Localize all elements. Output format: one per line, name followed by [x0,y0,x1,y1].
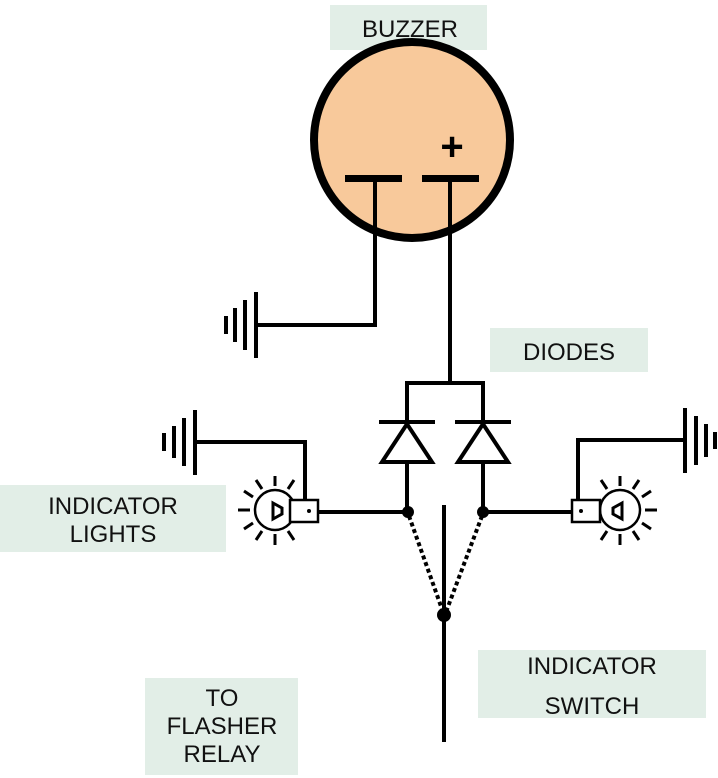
diodes-label-text: DIODES [523,339,615,366]
buzzer-body [310,38,514,242]
label-bg [490,328,648,372]
switch-contact-right [444,515,484,613]
indicator-switch [407,505,484,742]
ground-icon [162,410,197,475]
flasher-relay-line3: RELAY [184,741,261,768]
buzzer: + [310,38,514,242]
indicator-switch-line2: SWITCH [545,693,640,720]
label-bg [478,650,706,718]
indicator-lights-line1: INDICATOR [48,493,178,520]
plus-sign: + [440,125,463,169]
ground-icon [683,408,717,473]
indicator-bulb-right-icon [570,438,687,545]
indicator-lights-line2: LIGHTS [70,521,157,548]
indicator-switch-label: INDICATOR SWITCH [478,650,706,720]
flasher-relay-label: TO FLASHER RELAY [145,678,298,775]
indicator-switch-line1: INDICATOR [527,653,657,680]
diodes-label: DIODES [490,328,648,372]
label-bg [145,678,298,775]
switch-pivot-dot [437,608,451,622]
flasher-relay-line1: TO [206,685,239,712]
diode-left [378,381,436,514]
switch-contact-left [407,515,445,613]
buzzer-positive-wire [405,178,485,385]
diode-right [454,381,512,514]
flasher-relay-line2: FLASHER [167,713,278,740]
ground-icon [224,292,258,358]
indicator-lights-label: INDICATOR LIGHTS [0,485,226,552]
label-bg [0,485,226,552]
indicator-bulb-left-icon [193,440,320,545]
junction-dot [477,506,489,518]
ground-wire-buzzer [256,178,377,327]
junction-dot [402,506,414,518]
